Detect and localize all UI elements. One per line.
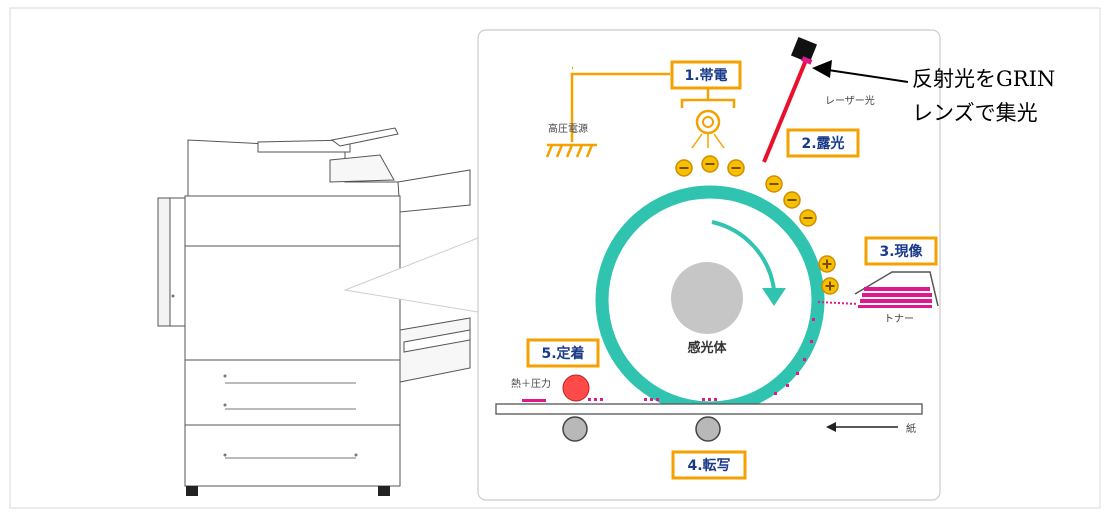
paper-label: 紙	[906, 422, 916, 435]
heat-pressure-label: 熱＋圧力	[511, 377, 551, 390]
laser-unit	[790, 36, 818, 64]
fuser-roller	[562, 374, 590, 402]
outer-frame	[9, 7, 1101, 509]
step-box-transfer: 4.転写	[671, 450, 747, 480]
hv-supply-wiring	[545, 66, 736, 158]
developer-housing	[854, 271, 939, 307]
laser-label: レーザー光	[825, 94, 875, 107]
laser-emitter	[801, 56, 813, 65]
callout-line-1: 反射光をGRIN	[912, 67, 1055, 91]
callout-arrowhead	[812, 60, 832, 78]
toner-label: トナー	[884, 313, 914, 325]
hv-supply-label: 高圧電源	[548, 122, 588, 135]
step-box-exposure: 2.露光	[786, 128, 860, 158]
step-box-develop: 3.現像	[864, 236, 938, 266]
step-label-transfer: 4.転写	[687, 457, 730, 474]
paper-sheet	[495, 403, 923, 415]
laser-beam	[762, 59, 808, 163]
roller-right	[695, 416, 721, 442]
developer-toner	[858, 287, 932, 308]
step-label-exposure: 2.露光	[801, 135, 844, 152]
step-label-develop: 3.現像	[879, 243, 923, 260]
rotation-arrow	[711, 220, 776, 291]
charger-corona	[691, 109, 725, 149]
toner-feed-line	[817, 301, 859, 305]
step-box-charge: 1.帯電	[670, 60, 742, 90]
copier-illustration	[157, 127, 471, 496]
callout-arrow-line	[827, 69, 909, 83]
paper-toner	[522, 398, 717, 402]
step-box-fix: 5.定着	[526, 338, 600, 368]
drum-toner-dots	[774, 318, 815, 395]
callout-line-2: レンズで集光	[912, 101, 1038, 125]
drum-core	[671, 262, 743, 334]
rotation-arrowhead	[762, 288, 786, 306]
step-label-fix: 5.定着	[541, 345, 584, 362]
drum-label: 感光体	[687, 340, 727, 356]
roller-left	[562, 416, 588, 442]
paper-direction-arrowhead	[826, 422, 836, 432]
step-label-charge: 1.帯電	[684, 67, 727, 84]
